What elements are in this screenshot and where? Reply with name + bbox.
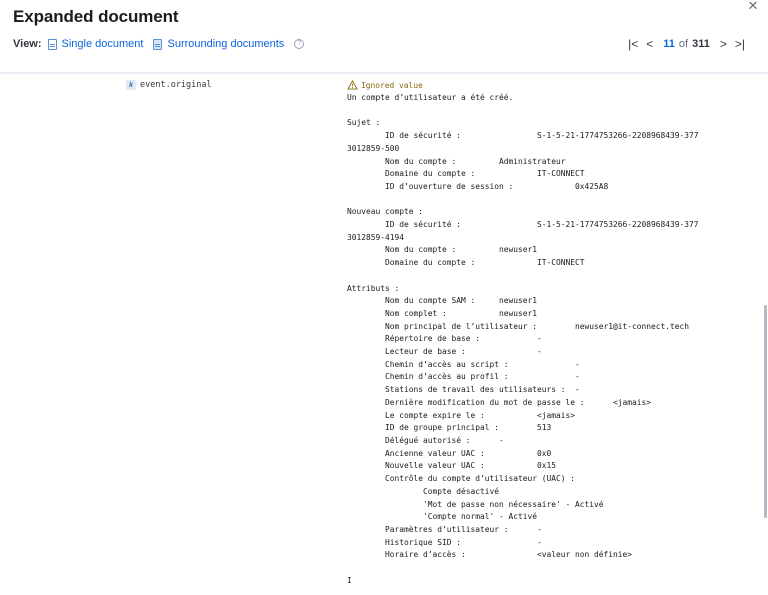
keyword-type-icon: k xyxy=(126,80,136,90)
event-original-value: Un compte d’utilisateur a été créé. Suje… xyxy=(347,93,699,585)
single-document-link[interactable]: Single document xyxy=(47,38,144,50)
last-page-icon[interactable]: >| xyxy=(734,37,745,51)
close-icon[interactable]: ✕ xyxy=(747,0,759,13)
documents-icon xyxy=(153,38,163,50)
single-document-label: Single document xyxy=(61,38,144,50)
surrounding-documents-link[interactable]: Surrounding documents xyxy=(153,38,284,50)
surrounding-documents-label: Surrounding documents xyxy=(167,38,285,50)
header-divider xyxy=(0,72,768,74)
flyout-header: ✕ Expanded document View: Single documen… xyxy=(0,0,768,72)
first-page-icon[interactable]: |< xyxy=(628,37,639,51)
flyout-title: Expanded document xyxy=(13,7,179,26)
current-page: 11 xyxy=(663,38,675,50)
field-name: event.original xyxy=(140,80,212,90)
document-pager: |< < 11 of 311 > >| xyxy=(624,37,749,51)
ignored-value-notice: Ignored value xyxy=(347,80,747,90)
total-pages: 311 xyxy=(692,38,710,50)
question-circle-icon[interactable]: ? xyxy=(294,39,305,49)
prev-page-icon[interactable]: < xyxy=(646,37,654,51)
ignored-value-label: Ignored value xyxy=(361,80,423,90)
scrollbar-thumb[interactable] xyxy=(764,305,767,518)
pager-of-label: of xyxy=(678,38,689,50)
warning-icon xyxy=(347,80,358,90)
field-name-cell: k event.original xyxy=(126,80,212,90)
document-body: k event.original Ignored value Un compte… xyxy=(0,74,768,595)
document-icon xyxy=(47,38,57,50)
field-value-cell: Ignored value Un compte d’utilisateur a … xyxy=(347,80,747,587)
next-page-icon[interactable]: > xyxy=(719,37,727,51)
view-label: View: xyxy=(13,38,42,50)
view-mode-row: View: Single document Surrounding docume… xyxy=(13,37,305,51)
